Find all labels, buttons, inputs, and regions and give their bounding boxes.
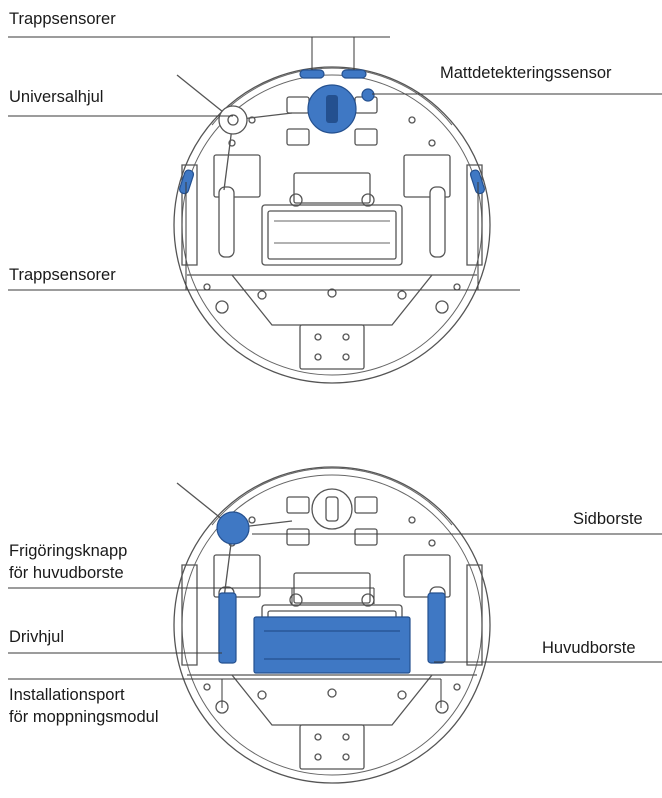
top-leader-lines <box>8 36 662 291</box>
label-mop-port-line2: för moppningsmodul <box>9 708 159 726</box>
label-stair-sensors-bottom: Trappsensorer <box>9 266 116 284</box>
label-brush-release-line1: Frigöringsknapp <box>9 542 128 560</box>
universal-wheel-highlight <box>307 84 357 134</box>
stair-sensor-front-left <box>299 69 325 79</box>
label-side-brush: Sidborste <box>573 510 643 528</box>
label-drive-wheel: Drivhjul <box>9 628 65 646</box>
universal-wheel-gray <box>311 488 353 530</box>
label-universal-wheel: Universalhjul <box>9 88 104 106</box>
robot-underside-bottom <box>173 466 491 784</box>
label-brush-release-line2: för huvudborste <box>9 564 124 582</box>
side-brush-gray <box>176 74 293 191</box>
label-brush-release: Frigöringsknapp för huvudborste <box>9 540 127 584</box>
stair-sensor-front-right <box>341 69 367 79</box>
label-main-brush: Huvudborste <box>542 639 636 657</box>
label-mop-port-line1: Installationsport <box>9 686 125 704</box>
label-stair-sensors-top: Trappsensorer <box>9 10 116 28</box>
robot-underside-top <box>173 66 491 384</box>
bottom-leader-lines <box>8 533 662 708</box>
stair-sensor-side-right <box>469 169 486 195</box>
carpet-sensor-dot <box>361 88 375 102</box>
drive-wheel-right <box>427 592 446 664</box>
drive-wheel-left <box>218 592 237 664</box>
side-brush-highlight <box>176 482 293 599</box>
label-mop-port: Installationsport för moppningsmodul <box>9 684 159 728</box>
label-carpet-sensor: Mattdetekteringssensor <box>440 64 612 82</box>
stair-sensor-side-left <box>178 169 195 195</box>
main-brush-highlight <box>253 616 411 674</box>
